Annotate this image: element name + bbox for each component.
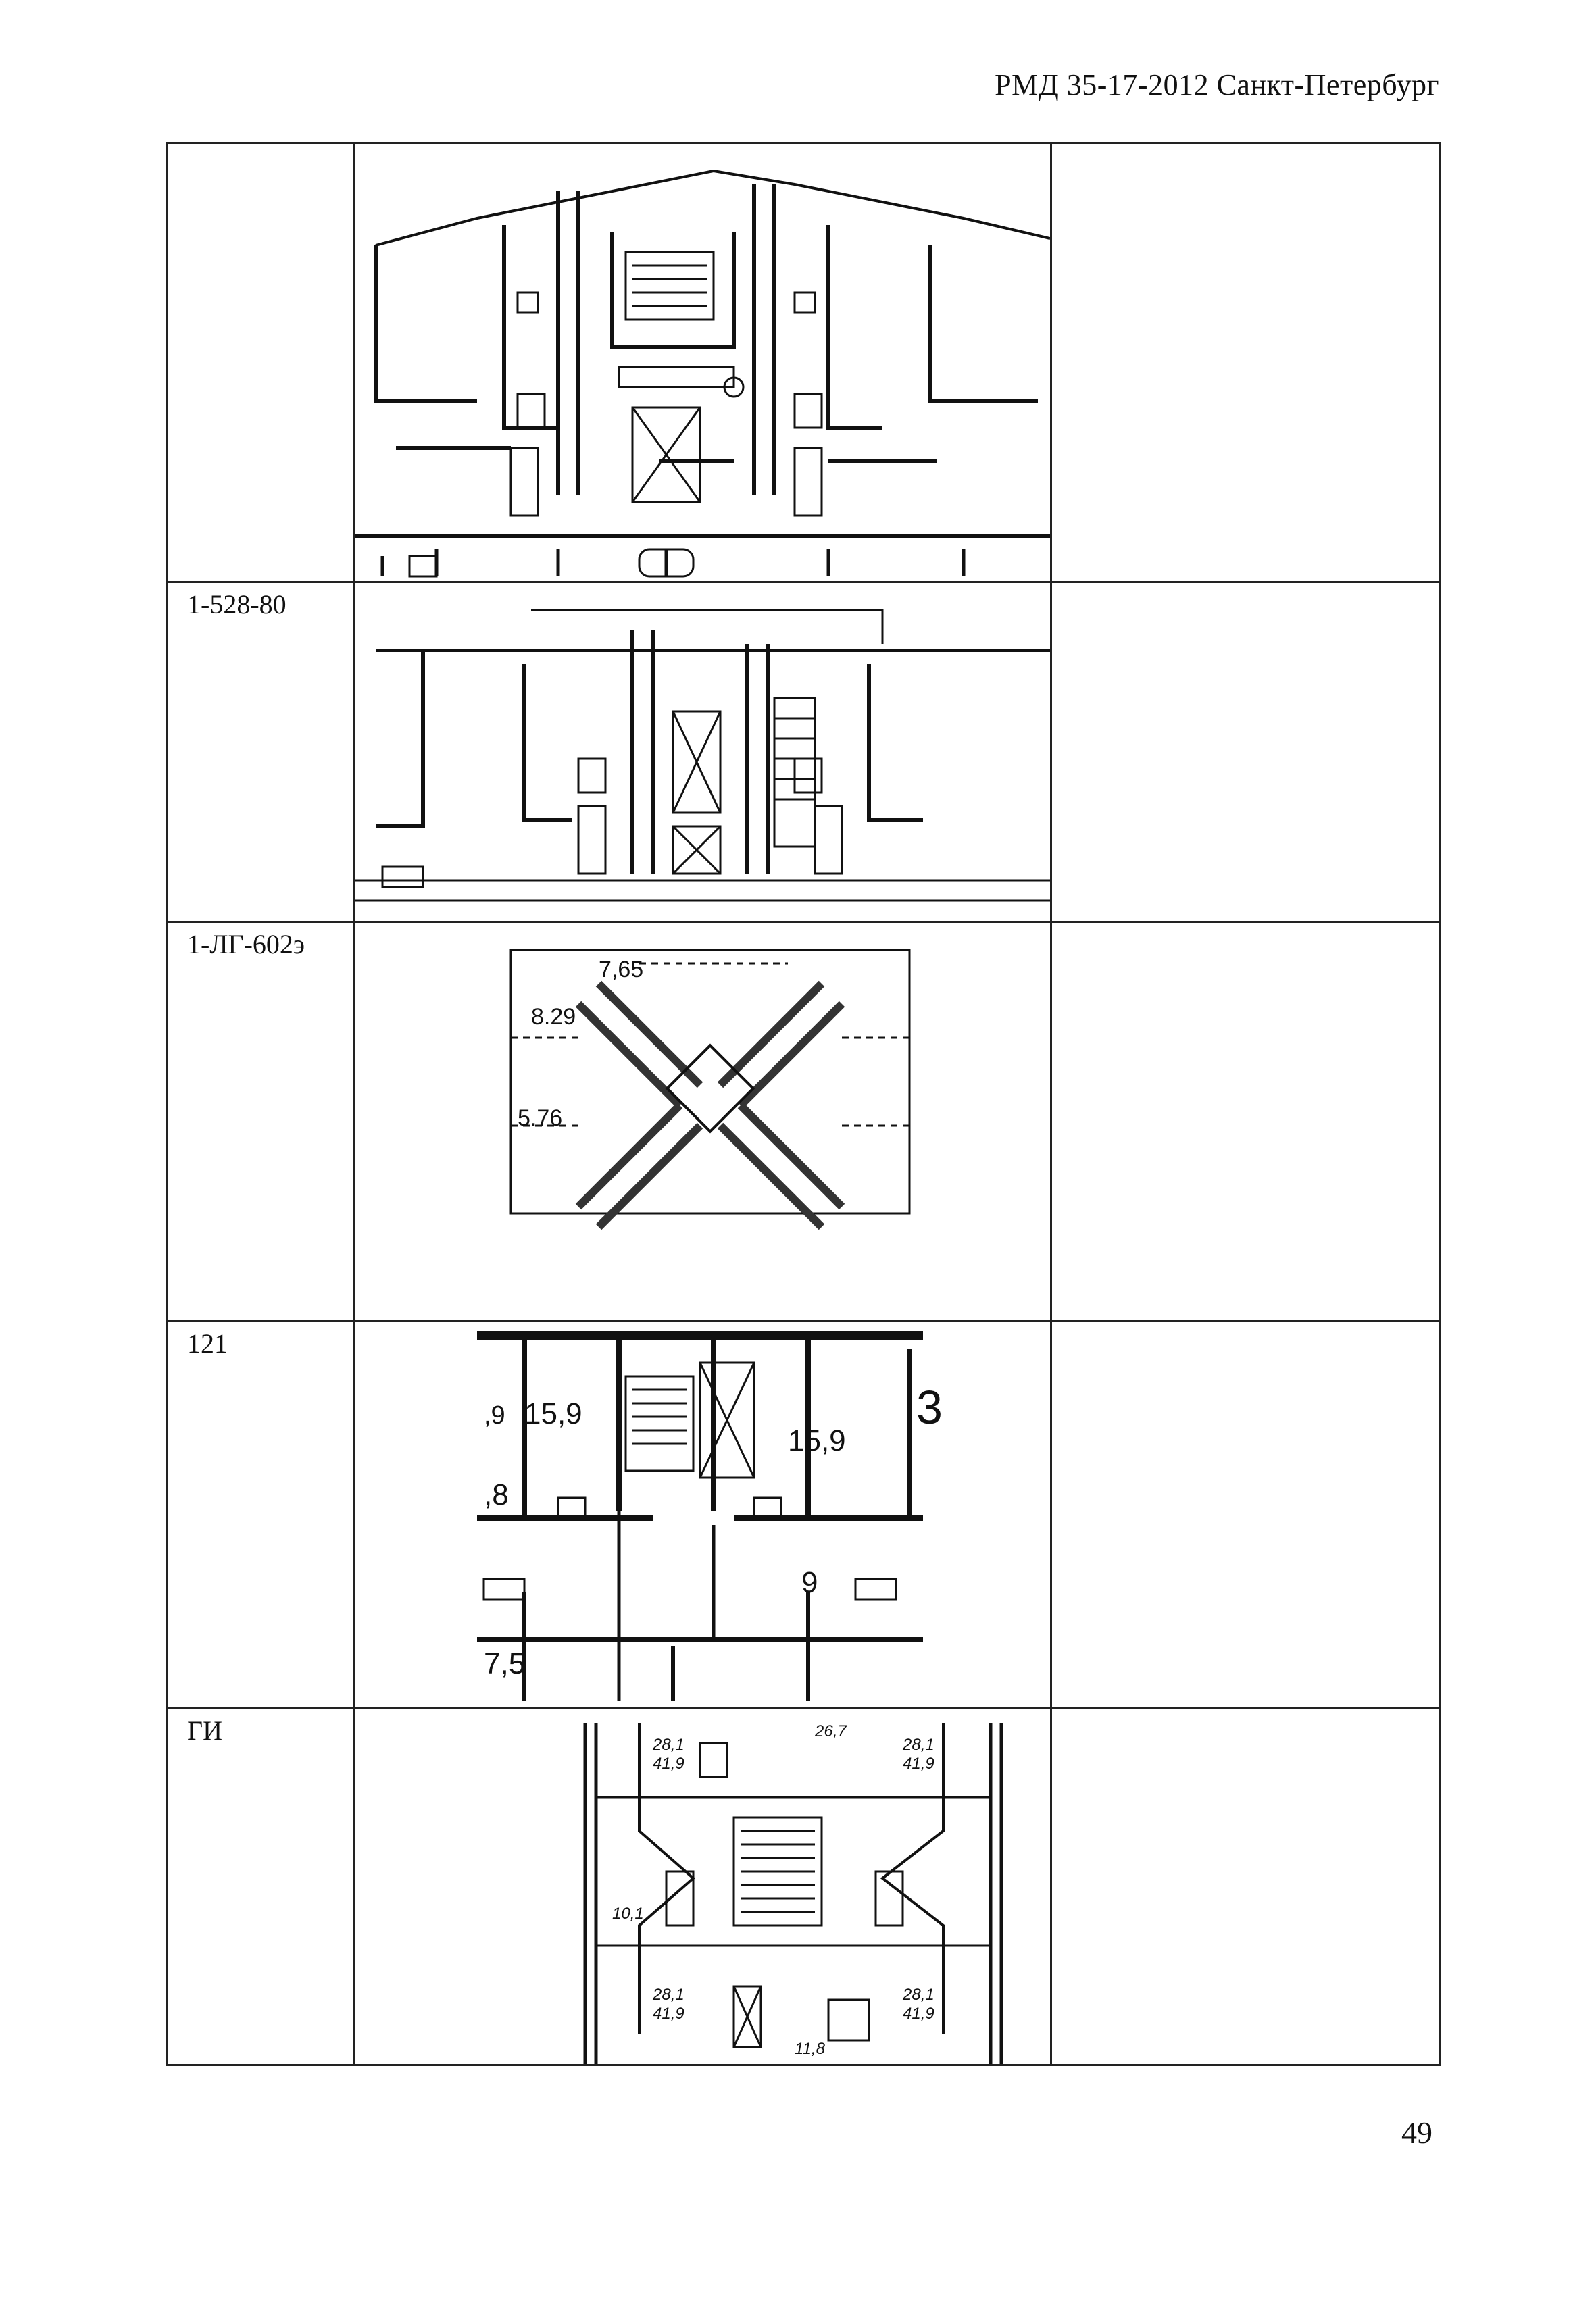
area-label: 41,9 (903, 2005, 934, 2023)
area-label: 41,9 (653, 2005, 684, 2023)
area-label: 15,9 (524, 1397, 582, 1430)
area-label: 28,1 (902, 1986, 934, 2004)
page-number: 49 (1401, 2115, 1432, 2150)
notes-cell (1050, 1707, 1441, 2066)
series-table: 1-528-80 (166, 142, 1441, 2066)
area-label: ,9 (484, 1401, 505, 1430)
series-name-cell: 1-ЛГ-602э (166, 921, 355, 1322)
series-name-cell (166, 142, 355, 583)
area-label: 8.29 (531, 1004, 576, 1030)
notes-cell (1050, 142, 1441, 583)
area-label: 11,8 (795, 2040, 826, 2058)
area-label: 5.76 (518, 1105, 562, 1131)
area-label: 28,1 (652, 1986, 684, 2004)
series-name-cell: 121 (166, 1320, 355, 1709)
floor-plan-drawing: 28,1 41,9 28,1 41,9 28,1 41,9 28,1 41,9 … (583, 1722, 1003, 2063)
floor-plan-drawing (356, 609, 1049, 902)
floor-plan-drawing: 7,65 8.29 5.76 (509, 949, 911, 1230)
area-label: ,8 (484, 1478, 509, 1511)
area-label: 28,1 (902, 1736, 934, 1754)
area-label: 26,7 (814, 1722, 847, 1740)
area-label: 41,9 (653, 1755, 684, 1773)
table-row: 1-528-80 (166, 581, 1441, 923)
area-label: 3 (916, 1381, 943, 1434)
floor-plan-cell (353, 581, 1052, 923)
area-label: 28,1 (652, 1736, 684, 1754)
area-label: 15,9 (788, 1424, 846, 1457)
floor-plan-cell (353, 142, 1052, 583)
area-label: 41,9 (903, 1755, 934, 1773)
floor-plan-cell: 28,1 41,9 28,1 41,9 28,1 41,9 28,1 41,9 … (353, 1707, 1052, 2066)
table-row: 1-ЛГ-602э 7,65 8.29 5.76 (166, 921, 1441, 1322)
table-row: 121 ,9 (166, 1320, 1441, 1709)
notes-cell (1050, 921, 1441, 1322)
area-label: 7,65 (599, 957, 643, 982)
notes-cell (1050, 1320, 1441, 1709)
table-row: ГИ 28,1 (166, 1707, 1441, 2066)
floor-plan-cell: ,9 15,9 15,9 ,8 9 7,5 3 (353, 1320, 1052, 1709)
table-row (166, 142, 1441, 583)
floor-plan-cell: 7,65 8.29 5.76 (353, 921, 1052, 1322)
page-header: РМД 35-17-2012 Санкт-Петербург (995, 68, 1439, 101)
floor-plan-drawing: ,9 15,9 15,9 ,8 9 7,5 3 (477, 1331, 943, 1701)
series-name-cell: 1-528-80 (166, 581, 355, 923)
series-name-cell: ГИ (166, 1707, 355, 2066)
floor-plan-drawing (356, 169, 1049, 578)
notes-cell (1050, 581, 1441, 923)
area-label: 7,5 (484, 1647, 525, 1680)
area-label: 9 (801, 1566, 818, 1599)
area-label: 10,1 (612, 1905, 644, 1923)
